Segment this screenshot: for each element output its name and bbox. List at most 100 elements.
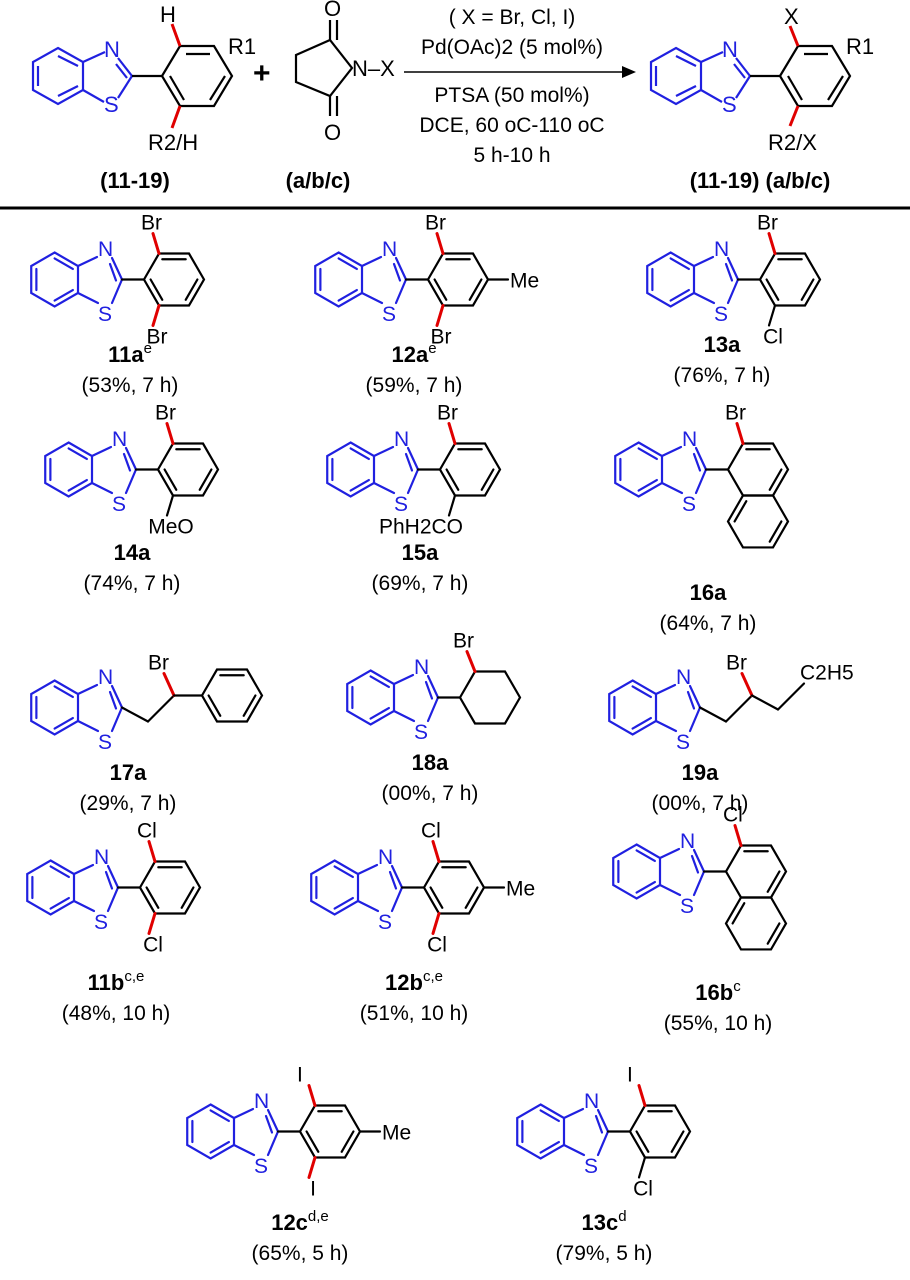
aryl-double-bond [149,278,164,301]
benzo-double-bond [635,880,656,894]
s-atom: S [104,92,119,117]
naphthyl-double-bond [731,902,746,925]
condition-line-3: PTSA (50 mol%) [434,84,589,107]
thiazole-bond [76,719,100,733]
substrate-r2h-label: R2/H [148,130,198,155]
naphthyl-ring-b [724,896,788,951]
ch-bond-top [170,23,182,47]
benzo-double-bond [53,288,74,302]
thiazole-bond [562,1107,585,1120]
benzo-double-bond [53,685,74,699]
compound-yield: (74%, 7 h) [84,572,181,595]
ortho-substituent-label: MeO [148,515,194,538]
thiazole-cn-double [108,690,118,710]
benzo-double-bond [669,257,690,271]
ortho-halogen-label: Br [425,212,446,235]
compound-yield: (55%, 10 h) [664,1012,773,1035]
thiazole-cn-double [594,1114,604,1134]
thiazole-cs-bond [426,696,440,723]
alkyl-halogen-label: Br [453,630,474,653]
compound-label: 13a [704,332,741,357]
compound-id: 18a [412,750,449,775]
aryl-double-bond [445,468,460,491]
thiazole-bond [660,445,683,458]
ortho-halogen-label: Br [725,402,746,425]
aryl-double-bond [163,468,178,491]
thiazole-cn-double [686,690,696,710]
compound-id: 16b [695,980,733,1005]
n-atom: N [378,846,393,869]
compound-yield: (79%, 5 h) [556,1242,653,1265]
thiazole-cn-double [388,870,398,890]
thiazole-cn-bond [692,848,706,873]
nxs-o-top: O [324,0,341,21]
aryl-double-bond [433,278,448,301]
substrate-phenyl [132,44,234,108]
compound-yield: (64%, 7 h) [660,612,757,635]
nxs-succinimide [294,20,354,116]
ortho-substituent-bond [307,1155,317,1179]
ortho-substituent-bond [431,911,441,935]
product-label: (11-19) (a/b/c) [690,168,831,193]
ortho-substituent-bond [147,911,157,935]
ortho-substituent-label: PhH2CO [379,515,463,538]
ortho-substituent-bond [447,494,457,517]
aryl-double-bond [184,278,199,301]
ortho-halogen-label: I [297,1064,303,1087]
benzo-double-bond [333,896,354,910]
s-atom: S [584,1155,598,1178]
product-cx-bond-bottom [788,105,800,127]
s-atom: S [112,493,126,516]
compound-yield: (59%, 7 h) [366,374,463,397]
compound-label: 11bc,e [88,968,145,995]
thiazole-cn-bond [694,446,708,471]
ortho-halogen-label: Cl [723,804,743,827]
thiazole-cs-bond [110,278,124,305]
compound-yield: (65%, 5 h) [252,1242,349,1265]
compound-yield: (00%, 7 h) [652,792,749,815]
compound-yield: (53%, 7 h) [82,374,179,397]
compound-label: 14a [114,540,151,565]
compound-label: 11ae [108,340,152,367]
thiazole-cn-double [724,262,734,282]
benzo-double-bond [53,716,74,730]
ortho-substituent-label: I [310,1177,316,1200]
ortho-halogen-bond [735,422,745,446]
thiazole-bond [90,445,113,458]
thiazole-cn-bond [394,256,408,281]
benzo-double-bond [67,478,88,492]
thiazole-cn-bond [110,256,124,281]
naphthyl-double-bond [766,870,781,893]
aryl-ring [142,252,206,307]
benzo-ring [44,441,94,498]
thiazole-bond [658,883,682,897]
compound-id: 17a [110,760,147,785]
benzo-ring [310,859,360,916]
ortho-halogen-bond [431,840,441,864]
benzo-double-bond [369,675,390,689]
s-atom: S [378,911,392,934]
substrate-label: (11-19) [100,168,170,193]
benzo-double-bond [539,1109,560,1123]
alkyl-halogen-label: Br [726,652,747,675]
compound-label: 12bc,e [385,968,443,995]
benzo-ring [30,251,80,308]
phenyl-double-bond [207,694,222,717]
compound-footnote: d [618,1208,626,1225]
product-s-atom: S [722,92,737,117]
benzo-double-bond [349,478,370,492]
naphthyl-double-bond [768,520,783,543]
thiazole-cn-double [264,1114,274,1134]
thiazole-bond [356,899,380,913]
thiazole-bond [372,481,396,495]
benzo-ring [314,251,364,308]
alkyl-bond [776,682,806,711]
benzo-ring [614,441,664,498]
benzo-ring [516,1103,566,1160]
alkyl-bond [750,694,780,711]
ortho-substituent-label: Cl [143,933,163,956]
